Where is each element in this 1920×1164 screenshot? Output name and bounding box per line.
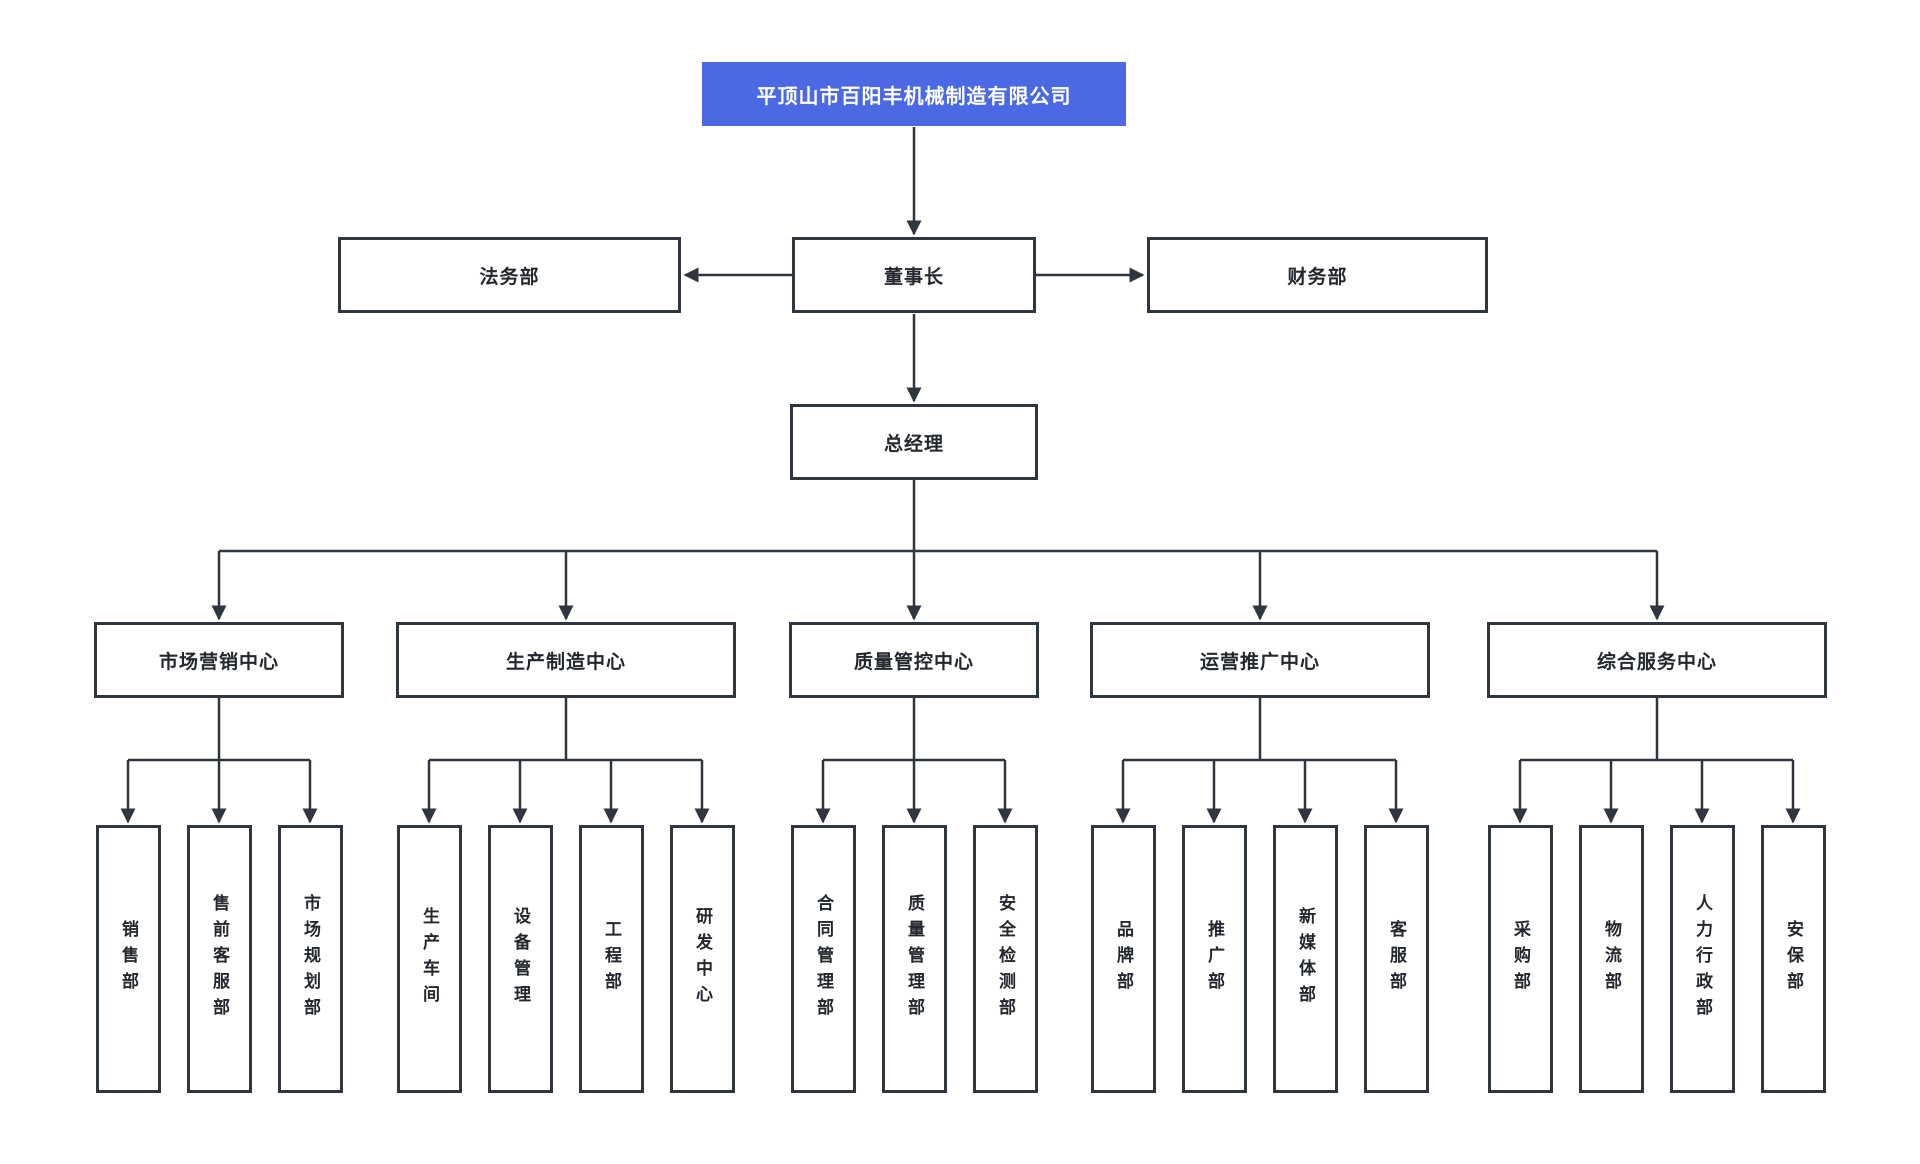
org-node-dept: 物流部 [1579, 825, 1644, 1093]
dept-label: 采购部 [1511, 920, 1530, 998]
org-node-general-manager: 总经理 [790, 404, 1038, 480]
org-node-dept: 新媒体部 [1273, 825, 1338, 1093]
dept-label: 工程部 [602, 920, 621, 998]
org-node-company: 平顶山市百阳丰机械制造有限公司 [702, 62, 1126, 126]
org-node-dept: 客服部 [1364, 825, 1429, 1093]
dept-label: 合同管理部 [814, 894, 833, 1024]
dept-label: 售前客服部 [210, 894, 229, 1024]
dept-label: 生产车间 [420, 907, 439, 1011]
org-node-dept: 安保部 [1761, 825, 1826, 1093]
dept-label: 质量管理部 [905, 894, 924, 1024]
dept-label: 安保部 [1784, 920, 1803, 998]
org-node-dept: 销售部 [96, 825, 161, 1093]
org-node-dept: 推广部 [1182, 825, 1247, 1093]
dept-label: 新媒体部 [1296, 907, 1315, 1011]
dept-label: 销售部 [119, 920, 138, 998]
dept-label: 研发中心 [693, 907, 712, 1011]
org-node-finance: 财务部 [1147, 237, 1488, 313]
org-node-dept: 生产车间 [397, 825, 462, 1093]
dept-label: 人力行政部 [1693, 894, 1712, 1024]
org-node-dept: 售前客服部 [187, 825, 252, 1093]
org-node-dept: 设备管理 [488, 825, 553, 1093]
dept-label: 物流部 [1602, 920, 1621, 998]
org-node-dept: 市场规划部 [278, 825, 343, 1093]
org-node-dept: 研发中心 [670, 825, 735, 1093]
dept-label: 推广部 [1205, 920, 1224, 998]
org-node-center-quality: 质量管控中心 [789, 622, 1039, 698]
org-node-center-services: 综合服务中心 [1487, 622, 1827, 698]
dept-label: 安全检测部 [996, 894, 1015, 1024]
org-node-chairman: 董事长 [792, 237, 1036, 313]
dept-label: 市场规划部 [301, 894, 320, 1024]
org-node-dept: 品牌部 [1091, 825, 1156, 1093]
org-node-dept: 采购部 [1488, 825, 1553, 1093]
org-node-dept: 人力行政部 [1670, 825, 1735, 1093]
org-node-dept: 安全检测部 [973, 825, 1038, 1093]
dept-label: 设备管理 [511, 907, 530, 1011]
org-node-legal: 法务部 [338, 237, 681, 313]
org-node-dept: 合同管理部 [791, 825, 856, 1093]
org-node-center-operations: 运营推广中心 [1090, 622, 1430, 698]
org-node-center-marketing: 市场营销中心 [94, 622, 344, 698]
org-node-dept: 工程部 [579, 825, 644, 1093]
org-node-dept: 质量管理部 [882, 825, 947, 1093]
org-node-center-production: 生产制造中心 [396, 622, 736, 698]
dept-label: 品牌部 [1114, 920, 1133, 998]
dept-label: 客服部 [1387, 920, 1406, 998]
